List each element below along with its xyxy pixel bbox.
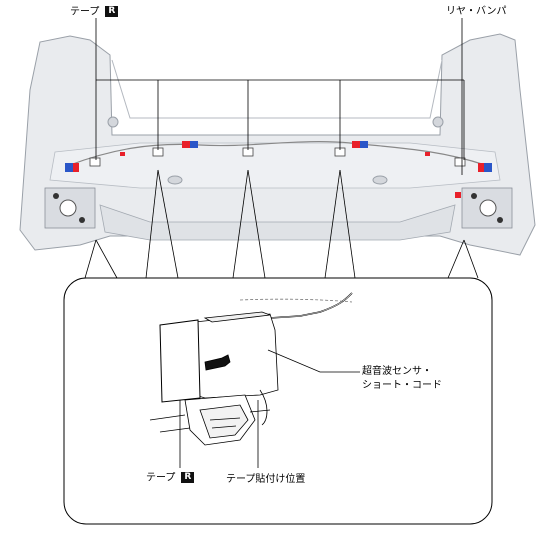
tape-label-top: テープ R [70,6,119,19]
bumper-center-band [49,142,501,189]
detail-callout-lines [84,169,479,279]
tape-label-bottom-text: テープ [146,472,176,484]
connector-red-icon [352,141,360,148]
r-badge-icon: R [105,6,119,17]
r-badge-icon: R [181,472,195,483]
connector-red-icon [478,163,484,172]
mount-hole [432,116,444,128]
sensor-cord-label-line1: 超音波センサ・ [362,366,432,377]
mount-hole [167,175,183,185]
sensor-housing [194,313,279,399]
tape-marker [454,157,466,167]
bumper-upper-cutout [111,59,443,119]
connector-red-icon [73,163,79,172]
connector-blue-icon [360,141,368,148]
connector-blue-icon [190,141,198,148]
sensor-cord-label-line2: ショート・コード [362,380,442,391]
leader-lines [95,18,465,175]
bumper-lower-lip [99,204,456,241]
detail-box [63,277,493,525]
sensor-harness-wire [69,140,486,166]
lower-mount-detail [199,404,249,439]
rear-bumper [19,33,536,256]
detail-illustration [149,292,353,446]
connector-red-icon [120,152,125,156]
detail-leader-lines [179,349,360,468]
mount-hole [107,116,119,128]
tape-outline-dashed [239,298,353,303]
rear-bumper-label: リヤ・バンパ [446,6,507,17]
tape-label-bottom: テープ R [146,472,195,485]
tape-marker [89,157,101,167]
left-sensor-bracket [44,187,96,229]
tape-strip [204,354,231,371]
connector-blue-icon [65,163,73,172]
tape-position-label: テープ貼付け位置 [226,474,306,485]
mount-hole [372,175,388,185]
sensor-housing-top [203,311,271,323]
connector-blue-icon [484,163,492,172]
right-sensor-bracket [461,187,513,229]
tape-panel [159,319,201,403]
connector-red-icon [455,192,461,198]
connector-red-icon [425,152,430,156]
connector-red-icon [182,141,190,148]
tape-label-top-text: テープ [70,6,100,18]
